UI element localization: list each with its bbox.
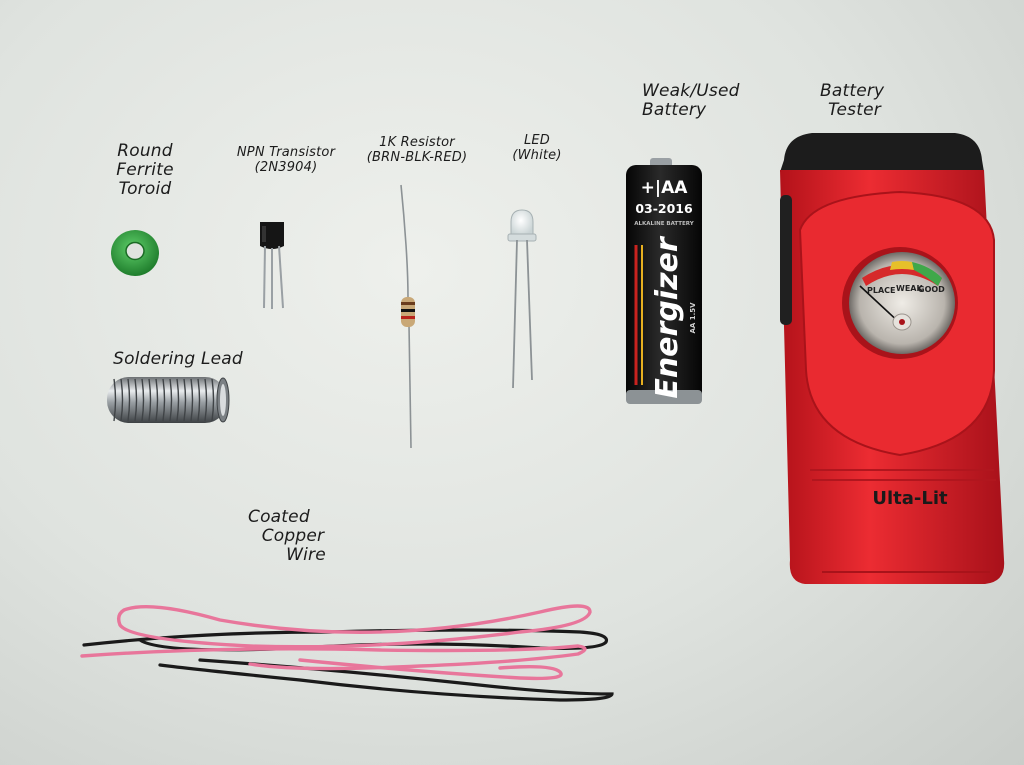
led-label: LED (White)	[495, 133, 579, 163]
npn-transistor	[260, 222, 284, 309]
scale-replace: PLACE	[867, 286, 896, 295]
coil-winding	[155, 378, 159, 422]
coil-winding	[197, 378, 201, 422]
battery-date-text: 03-2016	[635, 201, 693, 216]
coated-copper-wire	[80, 604, 614, 702]
coil-winding	[204, 378, 208, 422]
wire-label: Coated Copper Wire	[248, 507, 338, 566]
coil-winding	[211, 378, 215, 422]
toroid-label-line: Round	[117, 141, 173, 161]
coil-winding	[176, 378, 180, 422]
soldering-lead-coil	[107, 377, 230, 423]
resistor-label: 1K Resistor (BRN-BLK-RED)	[356, 135, 478, 165]
toroid-label-line: Ferrite	[116, 160, 174, 181]
coil-winding	[127, 378, 131, 422]
battery-small-text: ALKALINE BATTERY	[634, 221, 694, 227]
coil-winding	[148, 378, 152, 422]
coil-winding	[162, 378, 166, 422]
coil-winding	[183, 378, 187, 422]
wire-label-line: Coated	[248, 507, 310, 527]
transistor-label-line: NPN Transistor	[236, 145, 336, 160]
white-led	[507, 209, 537, 389]
battery-label-line: Weak/Used	[642, 81, 740, 101]
tester-label: Battery Tester	[820, 81, 920, 121]
coil-winding	[120, 378, 124, 422]
coil-winding	[141, 378, 145, 422]
aa-battery: +|AA 03-2016 ALKALINE BATTERY Energizer …	[626, 158, 702, 404]
scale-weak: WEAK	[896, 284, 923, 293]
toroid-label-line: Toroid	[118, 179, 172, 200]
battery-size-text: +|AA	[641, 178, 689, 198]
coil-winding	[113, 378, 117, 422]
solder-label-line: Soldering Lead	[113, 349, 243, 369]
battery-tester: PLACE WEAK GOOD Ulta-Lit	[780, 133, 1005, 584]
transistor-label-line: (2N3904)	[254, 159, 318, 175]
coil-winding	[134, 378, 138, 422]
battery-label: Weak/Used Battery	[642, 81, 760, 121]
battery-label-line: Battery	[642, 100, 707, 121]
transistor-label: NPN Transistor (2N3904)	[224, 145, 348, 175]
resistor-label-line: (BRN-BLK-RED)	[366, 149, 468, 165]
wire-label-line: Wire	[286, 545, 326, 566]
battery-volt-text: AA 1.5V	[689, 302, 697, 334]
led-label-line: LED	[523, 133, 551, 148]
resistor-label-line: 1K Resistor	[379, 135, 455, 150]
led-label-line: (White)	[512, 147, 562, 163]
scale-good: GOOD	[918, 285, 945, 294]
coil-winding	[169, 378, 173, 422]
wire-label-line: Copper	[261, 526, 325, 547]
coil-winding	[190, 378, 194, 422]
resistor	[400, 184, 415, 449]
tester-label-line: Tester	[828, 100, 881, 121]
ferrite-toroid	[111, 230, 159, 276]
battery-brand: Energizer	[650, 235, 685, 399]
toroid-label: Round Ferrite Toroid	[95, 141, 195, 200]
tester-label-line: Battery	[820, 81, 885, 101]
tester-brand: Ulta-Lit	[872, 488, 948, 509]
solder-label: Soldering Lead	[108, 349, 248, 369]
